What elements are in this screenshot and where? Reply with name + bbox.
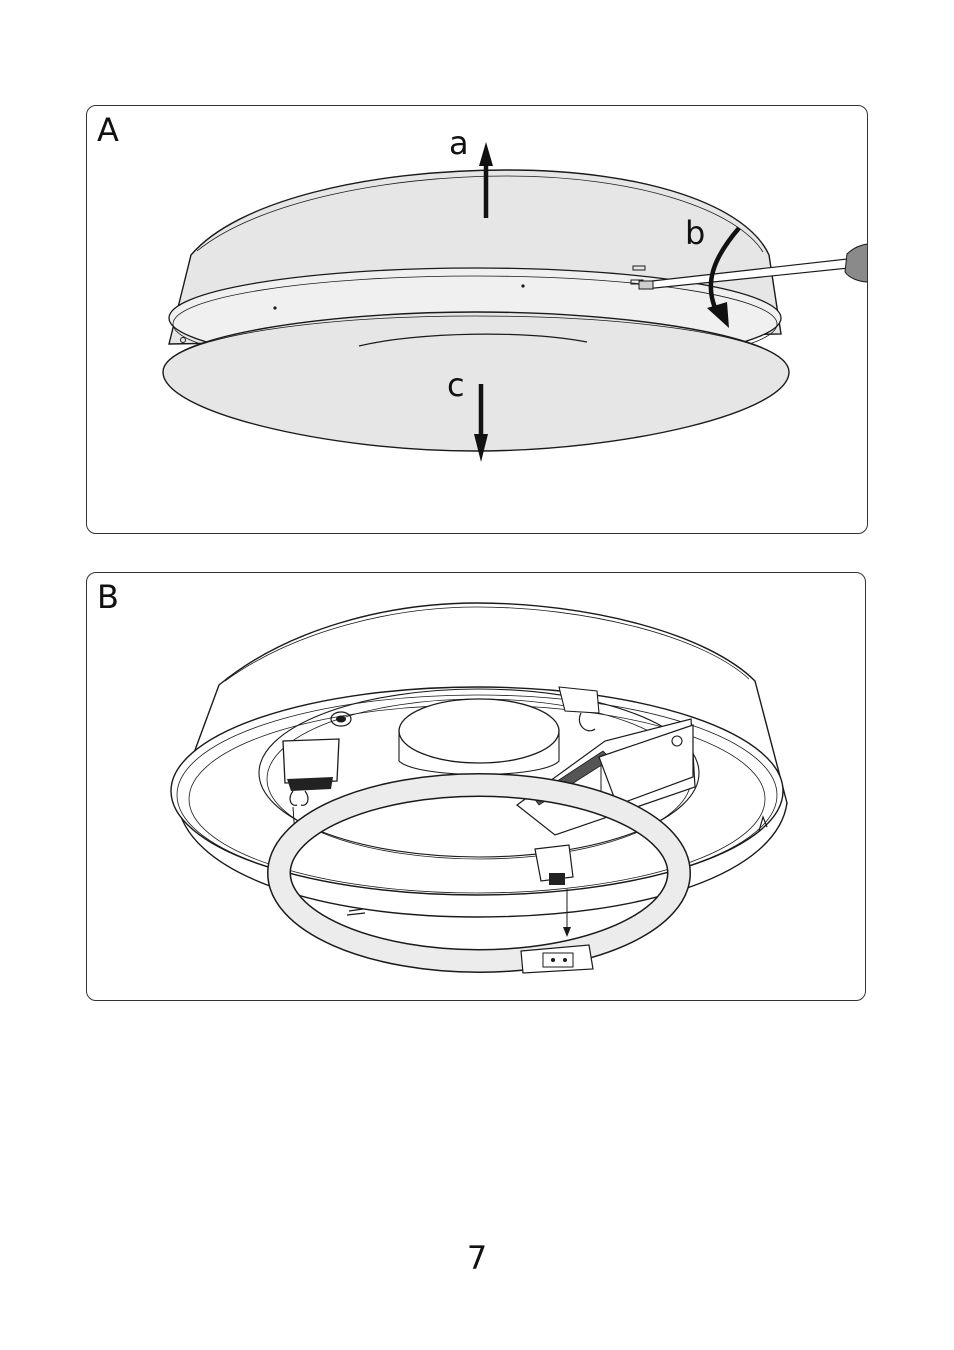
panel-label-b: B [97, 577, 119, 617]
callout-c: c [447, 366, 465, 404]
figure-panel-a: A [86, 105, 868, 534]
illustration-remove-tube [87, 573, 866, 1001]
panel-label-a: A [97, 110, 119, 150]
callout-b: b [685, 214, 705, 252]
diffuser-cover [163, 312, 789, 451]
illustration-remove-diffuser: a b c [87, 106, 868, 534]
page-number: 7 [0, 1238, 954, 1278]
callout-a: a [449, 124, 469, 162]
figure-panel-b: B [86, 572, 866, 1001]
lamp-housing-open [171, 603, 787, 917]
